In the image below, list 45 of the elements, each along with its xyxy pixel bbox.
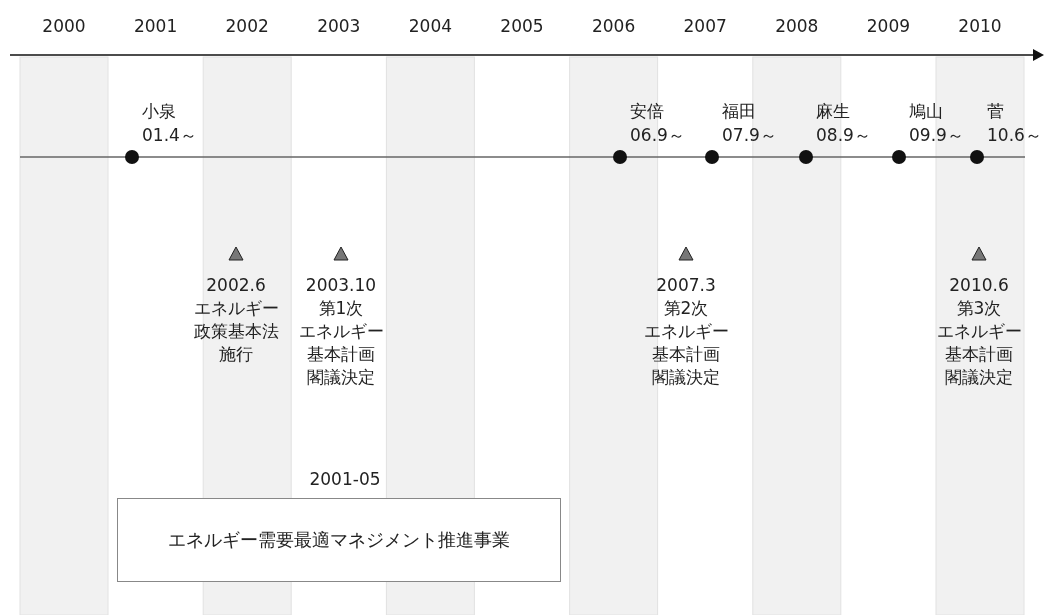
- event-date: 2002.6: [206, 274, 266, 296]
- year-label: 2008: [775, 15, 819, 37]
- year-label: 2003: [317, 15, 361, 37]
- prime-minister-name: 福田: [722, 100, 756, 122]
- event-text: エネルギー: [298, 320, 384, 342]
- event-text: エネルギー: [193, 297, 279, 319]
- prime-minister-name: 小泉: [142, 100, 176, 122]
- year-label: 2002: [225, 15, 269, 37]
- event-text: 閣議決定: [307, 366, 375, 388]
- prime-minister-name: 麻生: [816, 100, 850, 122]
- event-text: 第1次: [318, 297, 364, 319]
- event-text: 閣議決定: [945, 366, 1013, 388]
- event-text: 政策基本法: [193, 320, 279, 342]
- year-label: 2000: [42, 15, 86, 37]
- term-start-date: 01.4～: [142, 124, 197, 146]
- year-label: 2010: [958, 15, 1002, 37]
- term-start-date: 06.9～: [630, 124, 685, 146]
- event-text: エネルギー: [643, 320, 729, 342]
- event-date: 2007.3: [656, 274, 716, 296]
- event-text: エネルギー: [936, 320, 1022, 342]
- event-text: 第3次: [956, 297, 1002, 319]
- event-text: 基本計画: [652, 343, 720, 365]
- term-start-date: 09.9～: [909, 124, 964, 146]
- event-date: 2003.10: [305, 274, 377, 296]
- term-start-date: 07.9～: [722, 124, 777, 146]
- year-label: 2007: [683, 15, 727, 37]
- program-box: [117, 498, 561, 582]
- year-label: 2006: [591, 15, 636, 37]
- event-text: 施行: [219, 343, 253, 365]
- event-text: 基本計画: [307, 343, 375, 365]
- prime-minister-name: 安倍: [630, 100, 664, 122]
- year-label: 2009: [866, 15, 910, 37]
- event-text: 第2次: [663, 297, 709, 319]
- event-text: 閣議決定: [652, 366, 720, 388]
- program-title: エネルギー需要最適マネジメント推進事業: [168, 528, 510, 552]
- year-label: 2001: [133, 15, 178, 37]
- prime-minister-name: 菅: [987, 100, 1004, 122]
- event-text: 基本計画: [945, 343, 1013, 365]
- prime-minister-name: 鳩山: [909, 100, 943, 122]
- period-label: 2001-05: [309, 468, 381, 490]
- year-label: 2004: [408, 15, 452, 37]
- term-start-date: 08.9～: [816, 124, 871, 146]
- term-start-date: 10.6～: [987, 124, 1042, 146]
- event-date: 2010.6: [949, 274, 1009, 296]
- year-label: 2005: [500, 15, 544, 37]
